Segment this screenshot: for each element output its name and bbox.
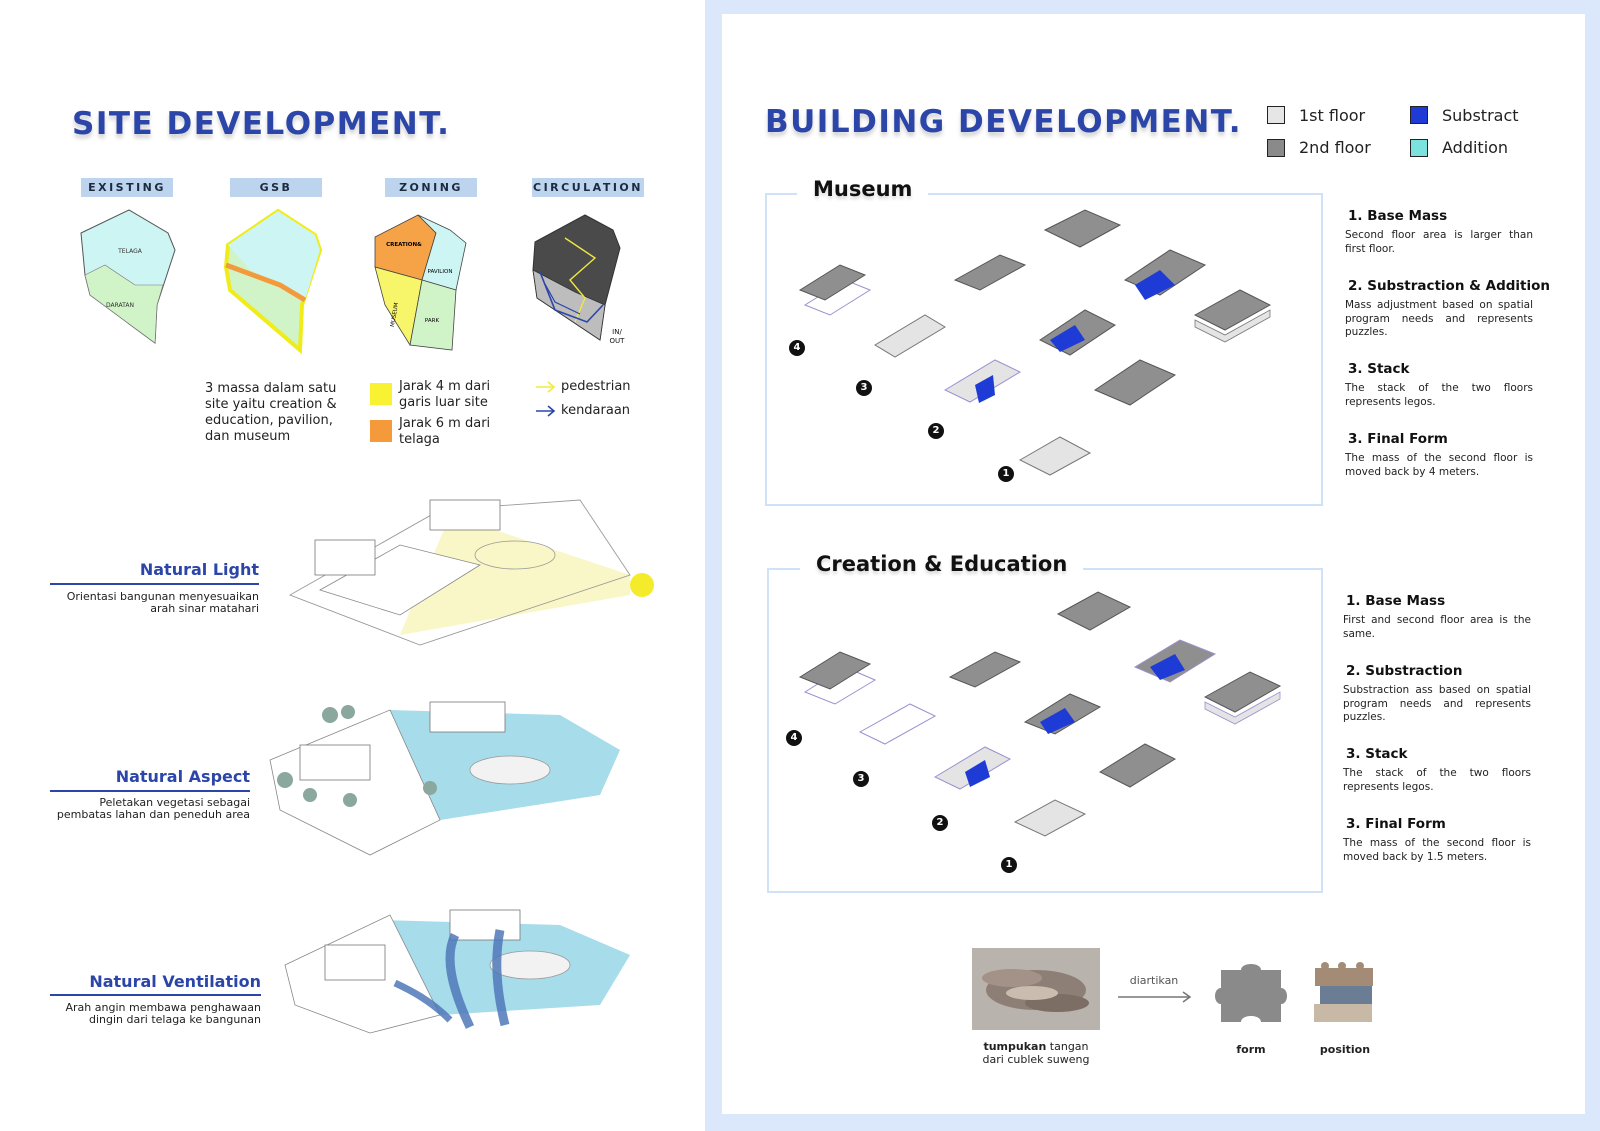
- concept-arrow-label: diartikan: [1129, 974, 1179, 987]
- museum-mass-diagram: [798, 209, 1272, 476]
- gsb-map: [223, 208, 323, 355]
- museum-frame: [765, 193, 1323, 506]
- museum-step3-title: 3. Stack: [1348, 361, 1410, 377]
- museum-step1-title: 1. Base Mass: [1348, 208, 1448, 224]
- creation-step-badge-4: 4: [786, 730, 802, 746]
- creation-title: Creation & Education: [800, 552, 1084, 576]
- natural-light-desc: Orientasi bangunan menyesuaikan arah sin…: [66, 590, 259, 615]
- museum-step4-title: 3. Final Form: [1348, 431, 1448, 447]
- natural-aspect-line: [50, 790, 250, 792]
- natural-aspect-illustration: [269, 701, 620, 856]
- museum-step-badge-3: 3: [856, 380, 872, 396]
- concept-position: position: [1319, 1043, 1371, 1056]
- natural-ventilation-illustration: [284, 909, 630, 1034]
- vehicle-arrow-icon: [536, 405, 556, 417]
- legend-2nd-floor: 2nd floor: [1299, 138, 1371, 157]
- creation-step1-title: 1. Base Mass: [1346, 593, 1446, 609]
- label-in: IN/: [612, 328, 622, 336]
- museum-step3-desc: The stack of the two floors represents l…: [1345, 382, 1533, 408]
- hands-photo: [972, 948, 1100, 1030]
- natural-ventilation-title: Natural Ventilation: [89, 972, 261, 991]
- legend-kendaraan: kendaraan: [561, 403, 631, 418]
- legend-orange-label: Jarak 6 m dari telaga: [399, 416, 491, 447]
- existing-map: TELAGA DARATAN: [80, 209, 176, 344]
- creation-step4-desc: The mass of the second floor is moved ba…: [1343, 837, 1531, 863]
- legend-orange-swatch: [370, 420, 392, 442]
- zoning-map: CREATION& PAVILION MUSEUM PARK: [374, 214, 467, 351]
- natural-light-illustration: [288, 499, 654, 646]
- creation-step4-title: 3. Final Form: [1346, 816, 1446, 832]
- zoning-note: 3 massa dalam satu site yaitu creation &…: [205, 381, 337, 444]
- legend-substract-swatch: [1410, 106, 1428, 124]
- museum-title: Museum: [797, 177, 929, 201]
- label-telaga: TELAGA: [117, 248, 143, 255]
- creation-step-badge-3: 3: [853, 771, 869, 787]
- museum-step-badge-2: 2: [928, 423, 944, 439]
- legend-pedestrian: pedestrian: [561, 379, 631, 394]
- label-park: PARK: [425, 318, 440, 324]
- legend-yellow-swatch: [370, 383, 392, 405]
- label-pavilion: PAVILION: [428, 269, 453, 275]
- lego-stack-icon: [1314, 962, 1373, 1022]
- tag-zoning: ZONING: [385, 178, 477, 197]
- creation-step3-desc: The stack of the two floors represents l…: [1343, 767, 1531, 793]
- museum-step2-desc: Mass adjustment based on spatial program…: [1345, 299, 1533, 338]
- natural-aspect-title: Natural Aspect: [115, 767, 250, 786]
- creation-step-badge-1: 1: [1001, 857, 1017, 873]
- concept-caption: tumpukan tangan dari cublek suweng: [972, 1040, 1100, 1066]
- natural-ventilation-line: [50, 994, 261, 996]
- legend-2nd-floor-swatch: [1267, 139, 1285, 157]
- museum-step1-desc: Second floor area is larger than first f…: [1345, 229, 1533, 255]
- legend-yellow-label: Jarak 4 m dari garis luar site: [399, 379, 491, 410]
- label-out: OUT: [610, 337, 626, 345]
- legend-1st-floor: 1st floor: [1299, 106, 1366, 125]
- arrow-right-icon: [1118, 991, 1192, 1003]
- natural-light-line: [50, 583, 259, 585]
- legend-1st-floor-swatch: [1267, 106, 1285, 124]
- tag-circulation: CIRCULATION: [532, 178, 644, 197]
- legend-addition-swatch: [1410, 139, 1428, 157]
- label-creation: CREATION&: [386, 242, 422, 248]
- site-title: SITE DEVELOPMENT.: [72, 106, 451, 142]
- building-title: BUILDING DEVELOPMENT.: [765, 104, 1243, 140]
- museum-step-badge-1: 1: [998, 466, 1014, 482]
- museum-step-badge-4: 4: [789, 340, 805, 356]
- museum-step4-desc: The mass of the second floor is moved ba…: [1345, 452, 1533, 478]
- creation-step-badge-2: 2: [932, 815, 948, 831]
- circulation-map: IN/ OUT: [532, 214, 626, 345]
- tag-existing: EXISTING: [81, 178, 173, 197]
- concept-form: form: [1236, 1043, 1266, 1056]
- label-daratan: DARATAN: [106, 302, 134, 309]
- museum-step2-title: 2. Substraction & Addition: [1348, 278, 1550, 294]
- label-museum: MUSEUM: [390, 302, 400, 327]
- creation-step1-desc: First and second floor area is the same.: [1343, 614, 1531, 640]
- puzzle-piece-icon: [1215, 964, 1287, 1022]
- tag-gsb: GSB: [230, 178, 322, 197]
- creation-step3-title: 3. Stack: [1346, 746, 1408, 762]
- natural-light-title: Natural Light: [139, 560, 259, 579]
- concept-caption-rest: tangan dari cublek suweng: [982, 1040, 1090, 1066]
- creation-step2-title: 2. Substraction: [1346, 663, 1463, 679]
- creation-step2-desc: Substraction ass based on spatial progra…: [1343, 684, 1531, 723]
- natural-aspect-desc: Peletakan vegetasi sebagai pembatas laha…: [56, 796, 250, 821]
- legend-addition: Addition: [1442, 138, 1509, 157]
- pedestrian-arrow-icon: [536, 381, 556, 393]
- legend-substract: Substract: [1442, 106, 1519, 125]
- natural-ventilation-desc: Arah angin membawa penghawaan dingin dar…: [65, 1001, 262, 1026]
- creation-mass-diagram: [798, 591, 1282, 837]
- concept-caption-bold: tumpukan: [983, 1040, 1047, 1053]
